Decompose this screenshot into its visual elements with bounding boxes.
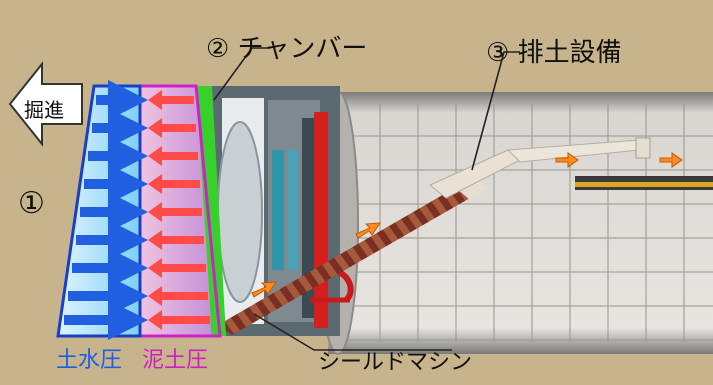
soil-removal-label: ③ 排土設備 [486,38,622,68]
advance-label: 掘進 [24,98,64,122]
mud-pressure-label: 泥土圧 [142,348,209,373]
discharge-pipe [429,137,651,199]
water-pressure-arrows [64,80,148,340]
circle-one-label: ① [18,186,45,221]
orange-flow-arrow-icon [251,152,683,298]
chamber-label: ② チャンバー [206,34,368,64]
left-arrow-icon [8,61,83,147]
screw-conveyor [218,176,488,335]
belt-conveyor [575,176,713,190]
water-pressure-label: 土水圧 [56,348,123,373]
shield-machine-label: シールドマシン [318,350,473,375]
leader-lines [213,47,520,351]
mud-pressure-arrows [148,90,210,330]
